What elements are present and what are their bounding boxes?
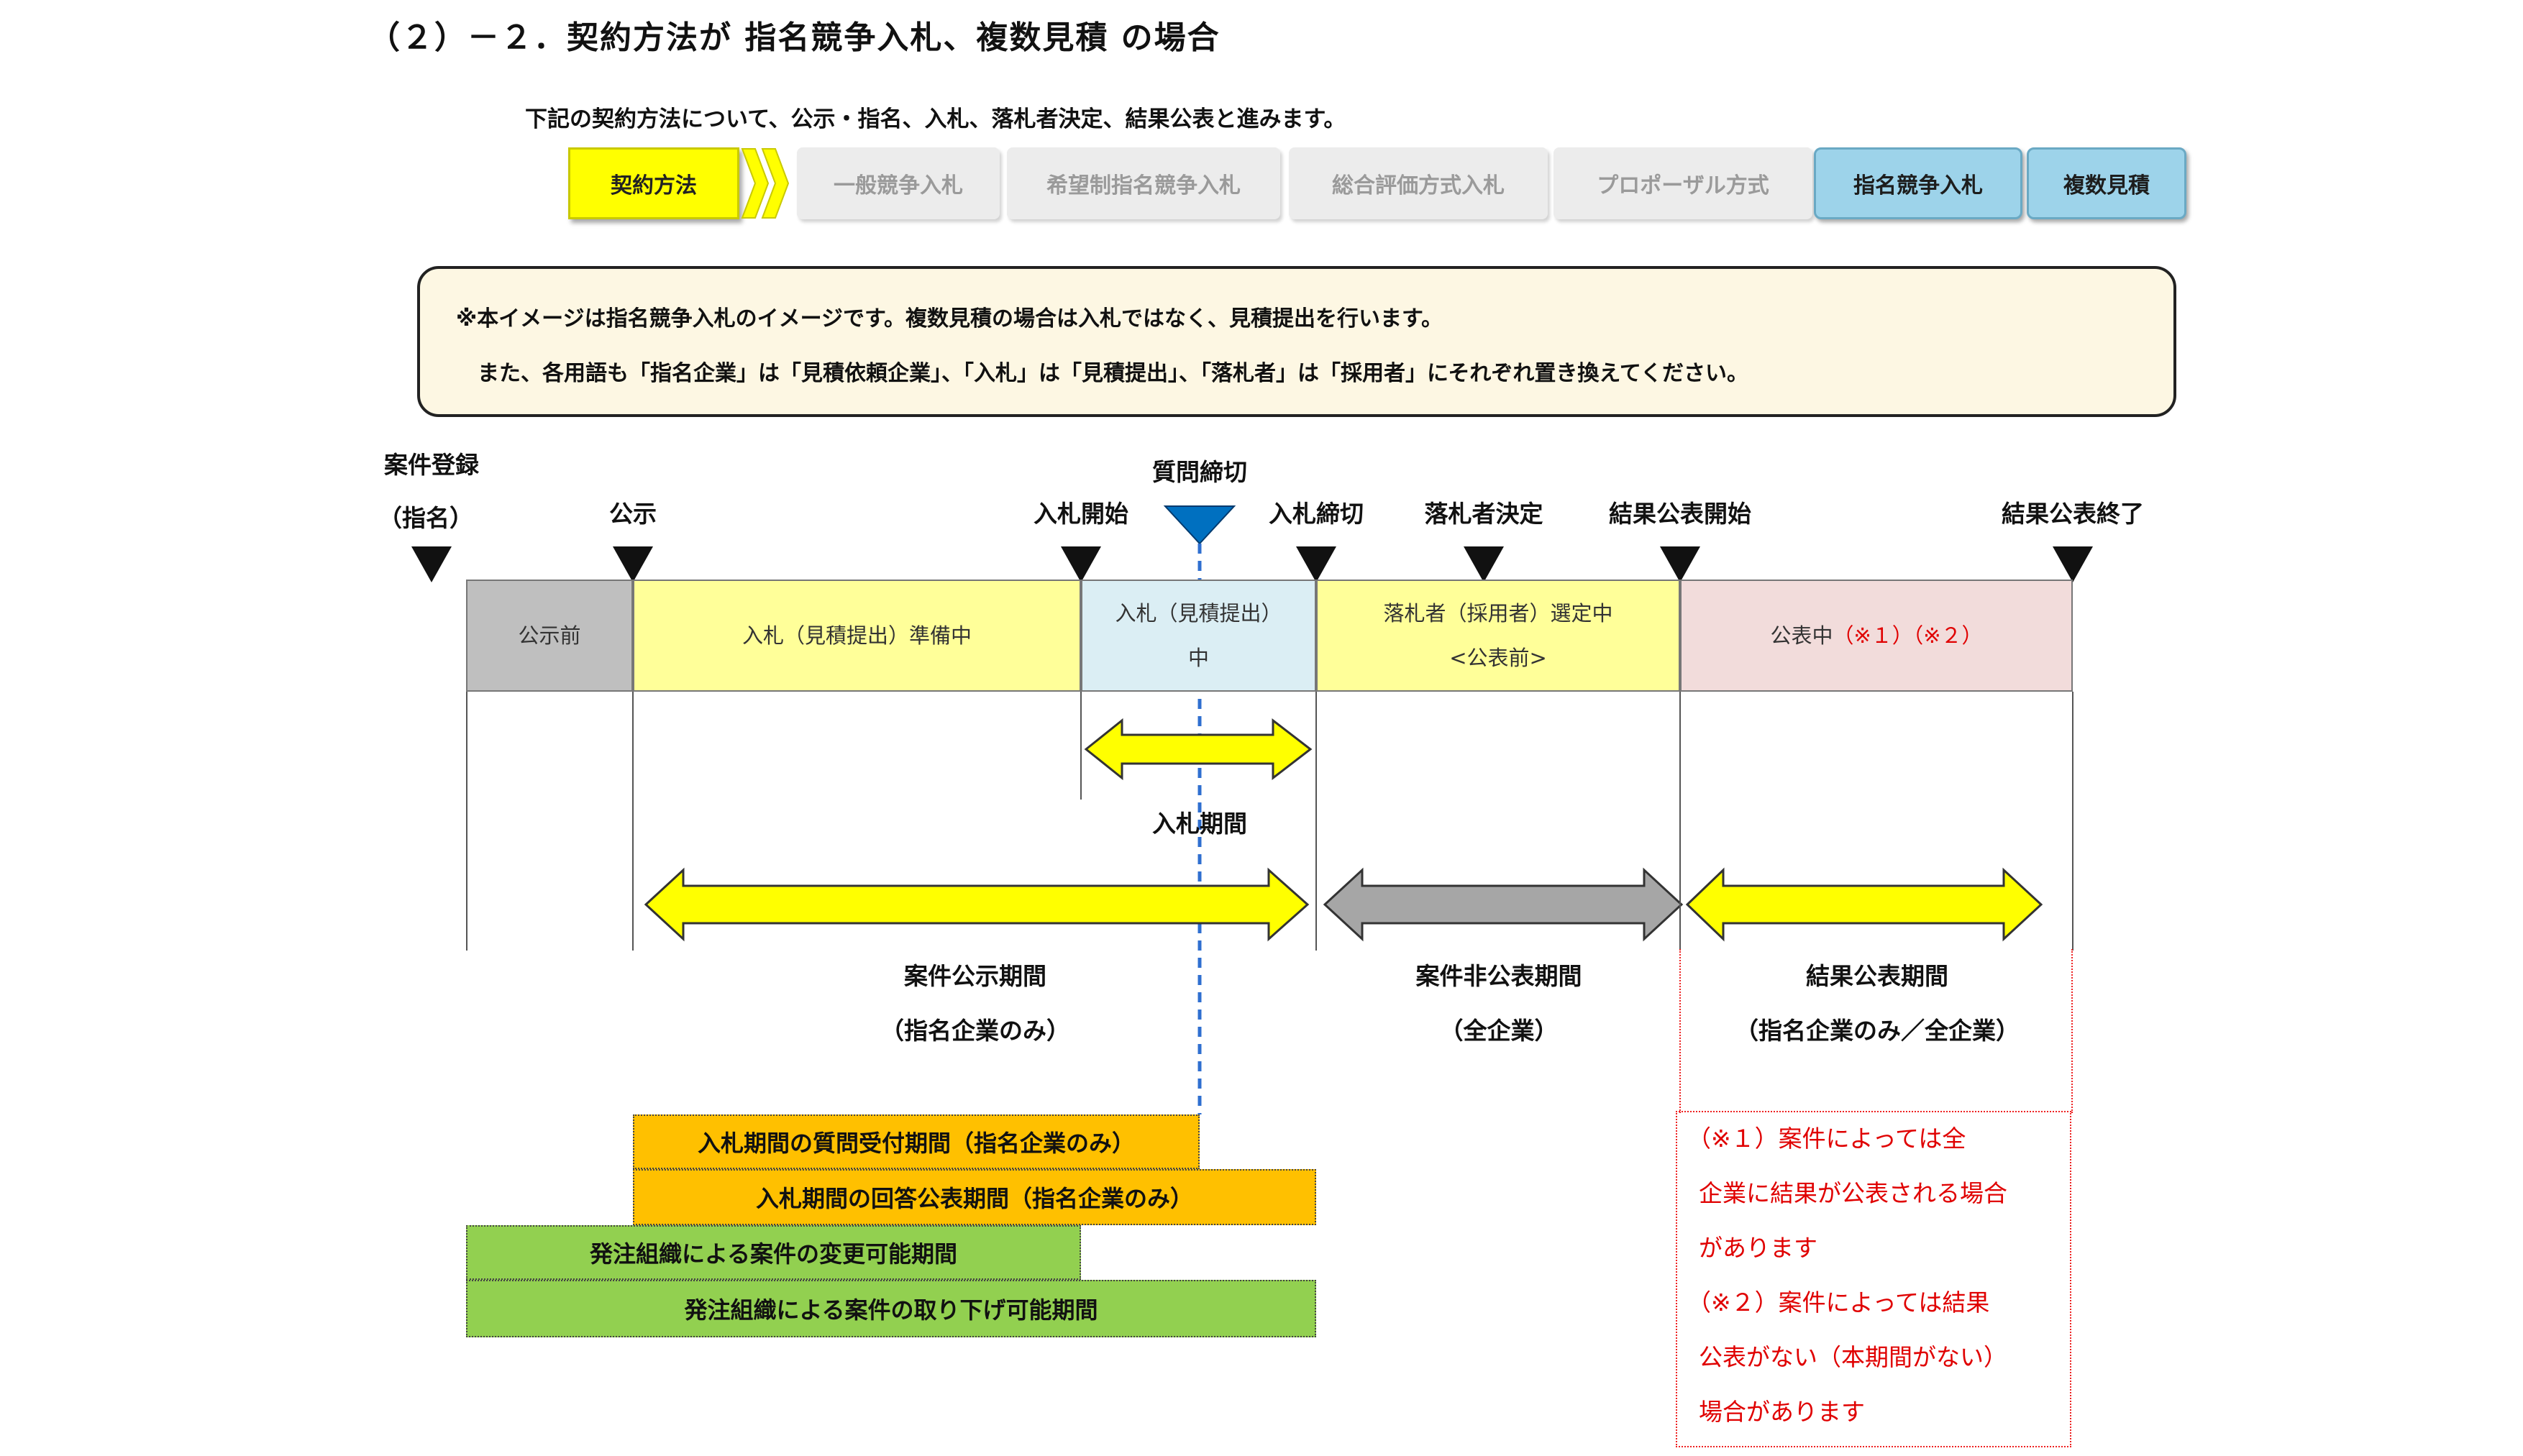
note-line-1: ※本イメージは指名競争入札のイメージです。複数見積の場合は入札ではなく、見積提出… xyxy=(456,306,1443,331)
public-period-label-2: （指名企業のみ） xyxy=(880,1017,1070,1045)
segment-publishing-refs: （※１）（※２） xyxy=(1833,623,1983,648)
note-box: ※本イメージは指名競争入札のイメージです。複数見積の場合は入札ではなく、見積提出… xyxy=(417,266,2176,417)
guide-line-dotted xyxy=(1679,949,1681,1113)
tab-proposal[interactable]: プロポーザル方式 xyxy=(1554,147,1812,219)
milestone-registration-sub: （指名） xyxy=(378,504,473,532)
answer-period-bar: 入札期間の回答公表期間（指名企業のみ） xyxy=(633,1169,1316,1225)
public-period-arrow-icon xyxy=(644,867,1310,942)
footnote-line: 場合があります xyxy=(1699,1398,1865,1426)
tab-general-competitive[interactable]: 一般競争入札 xyxy=(797,147,1000,219)
change-period-bar: 発注組織による案件の変更可能期間 xyxy=(466,1225,1081,1280)
guide-line xyxy=(1315,692,1317,951)
segment-bidding-label-1: 入札（見積提出） xyxy=(1115,601,1282,626)
segment-publishing-label: 公表中 xyxy=(1770,623,1833,648)
milestone-registration: 案件登録 xyxy=(384,451,479,479)
milestone-result-end: 結果公表終了 xyxy=(2002,500,2144,528)
marker-winner-icon xyxy=(1464,546,1504,582)
nonpublic-period-arrow-icon xyxy=(1323,867,1684,942)
footnote-line: （※１）案件によっては全 xyxy=(1687,1125,1966,1153)
segment-selecting: 落札者（採用者）選定中 <公表前> xyxy=(1316,580,1680,692)
segment-bid-prep: 入札（見積提出）準備中 xyxy=(633,580,1081,692)
marker-result-end-icon xyxy=(2053,546,2093,582)
segment-pre-announce-label: 公示前 xyxy=(518,623,581,648)
intro-text: 下記の契約方法について、公示・指名、入札、落札者決定、結果公表と進みます。 xyxy=(525,106,1346,132)
nonpublic-period-label-1: 案件非公表期間 xyxy=(1415,962,1582,990)
withdraw-period-bar: 発注組織による案件の取り下げ可能期間 xyxy=(466,1280,1316,1337)
milestone-bid-start: 入札開始 xyxy=(1034,500,1128,528)
marker-bid-start-icon xyxy=(1061,546,1101,582)
segment-bidding: 入札（見積提出） 中 xyxy=(1081,580,1316,692)
marker-registration-icon xyxy=(411,546,452,582)
nonpublic-period-label: 案件非公表期間 （全企業） xyxy=(1416,949,1582,1058)
guide-line xyxy=(1679,692,1681,951)
public-period-label: 案件公示期間 （指名企業のみ） xyxy=(880,949,1070,1058)
tab-designated-competitive[interactable]: 指名競争入札 xyxy=(1814,147,2022,219)
chevron-right-icon xyxy=(741,148,790,219)
nonpublic-period-label-2: （全企業） xyxy=(1439,1017,1559,1045)
segment-selecting-label-1: 落札者（採用者）選定中 xyxy=(1383,601,1613,626)
marker-question-deadline-icon xyxy=(1163,505,1236,545)
footnote-line: 公表がない（本期間がない） xyxy=(1699,1343,2007,1371)
result-period-arrow-icon xyxy=(1685,867,2043,942)
footnote-line: （※２）案件によっては結果 xyxy=(1687,1288,1990,1317)
bid-period-arrow-icon xyxy=(1084,718,1313,781)
marker-announce-icon xyxy=(613,546,653,582)
result-period-label-1: 結果公表期間 xyxy=(1806,962,1948,990)
milestone-result-start: 結果公表開始 xyxy=(1609,500,1751,528)
milestone-announce: 公示 xyxy=(609,500,657,528)
footnote-line: があります xyxy=(1699,1234,1817,1262)
guide-line xyxy=(2072,692,2073,951)
segment-publishing: 公表中 （※１）（※２） xyxy=(1680,580,2073,692)
tab-comprehensive-evaluation[interactable]: 総合評価方式入札 xyxy=(1289,147,1548,219)
milestone-bid-close: 入札締切 xyxy=(1269,500,1364,528)
question-period-bar: 入札期間の質問受付期間（指名企業のみ） xyxy=(633,1114,1200,1169)
guide-line-dotted xyxy=(2071,949,2073,1113)
footnote-box: （※１）案件によっては全 企業に結果が公表される場合 があります （※２）案件に… xyxy=(1676,1111,2071,1447)
tab-hope-designated[interactable]: 希望制指名競争入札 xyxy=(1007,147,1280,219)
segment-bid-prep-label: 入札（見積提出）準備中 xyxy=(742,623,972,648)
result-period-label: 結果公表期間 （指名企業のみ／全企業） xyxy=(1735,949,2020,1058)
guide-line xyxy=(466,692,467,951)
note-line-2: また、各用語も「指名企業」は「見積依頼企業」、「入札」は「見積提出」、「落札者」… xyxy=(478,361,1748,386)
segment-selecting-label-2: <公表前> xyxy=(1449,646,1547,670)
footnote-line: 企業に結果が公表される場合 xyxy=(1699,1179,2007,1207)
marker-result-start-icon xyxy=(1660,546,1700,582)
guide-line xyxy=(1080,692,1082,800)
tab-contract-method[interactable]: 契約方法 xyxy=(568,147,739,219)
tab-multiple-quotes[interactable]: 複数見積 xyxy=(2027,147,2186,219)
bid-period-label: 入札期間 xyxy=(1152,810,1247,838)
segment-pre-announce: 公示前 xyxy=(466,580,633,692)
milestone-question-deadline: 質問締切 xyxy=(1152,458,1247,486)
marker-bid-close-icon xyxy=(1296,546,1336,582)
public-period-label-1: 案件公示期間 xyxy=(904,962,1046,990)
page-title: （２）－２．契約方法が 指名競争入札、複数見積 の場合 xyxy=(368,19,1221,56)
guide-line xyxy=(632,692,634,951)
segment-bidding-label-2: 中 xyxy=(1187,646,1209,670)
result-period-label-2: （指名企業のみ／全企業） xyxy=(1735,1017,2020,1045)
milestone-winner-decided: 落札者決定 xyxy=(1424,500,1543,528)
